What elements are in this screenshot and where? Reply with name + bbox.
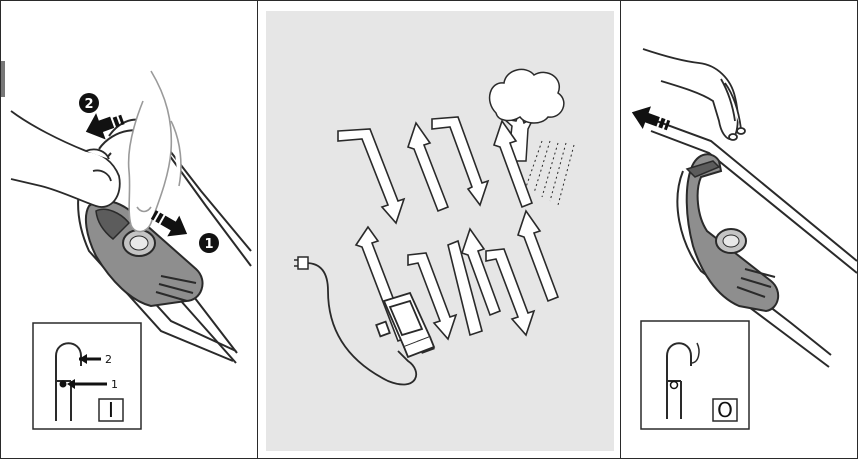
switch-on-symbol: 2 1 I	[33, 323, 141, 429]
svg-text:I: I	[108, 398, 114, 422]
panel-start-mower: 2 1 2 1 I	[0, 0, 258, 459]
stop-illustration: O	[621, 1, 858, 459]
stop-lever-housing	[687, 154, 778, 311]
hand-pressing-button	[129, 71, 181, 232]
start-illustration: 2 1 2 1 I	[1, 1, 258, 459]
svg-text:2: 2	[105, 353, 112, 366]
svg-text:1: 1	[204, 237, 213, 252]
step-badge-2: 2	[79, 93, 99, 113]
svg-text:2: 2	[84, 97, 93, 112]
svg-text:1: 1	[111, 378, 118, 391]
svg-text:O: O	[717, 398, 733, 422]
switch-off-symbol: O	[641, 321, 749, 429]
step-badge-1: 1	[199, 233, 219, 253]
hand-releasing-handle	[643, 49, 745, 140]
panel-stop-mower: O	[620, 0, 858, 459]
lawn-area	[266, 11, 614, 451]
panel-mowing-pattern	[257, 0, 621, 459]
mowing-pattern-illustration	[258, 1, 621, 459]
release-arrow-icon	[628, 101, 670, 133]
